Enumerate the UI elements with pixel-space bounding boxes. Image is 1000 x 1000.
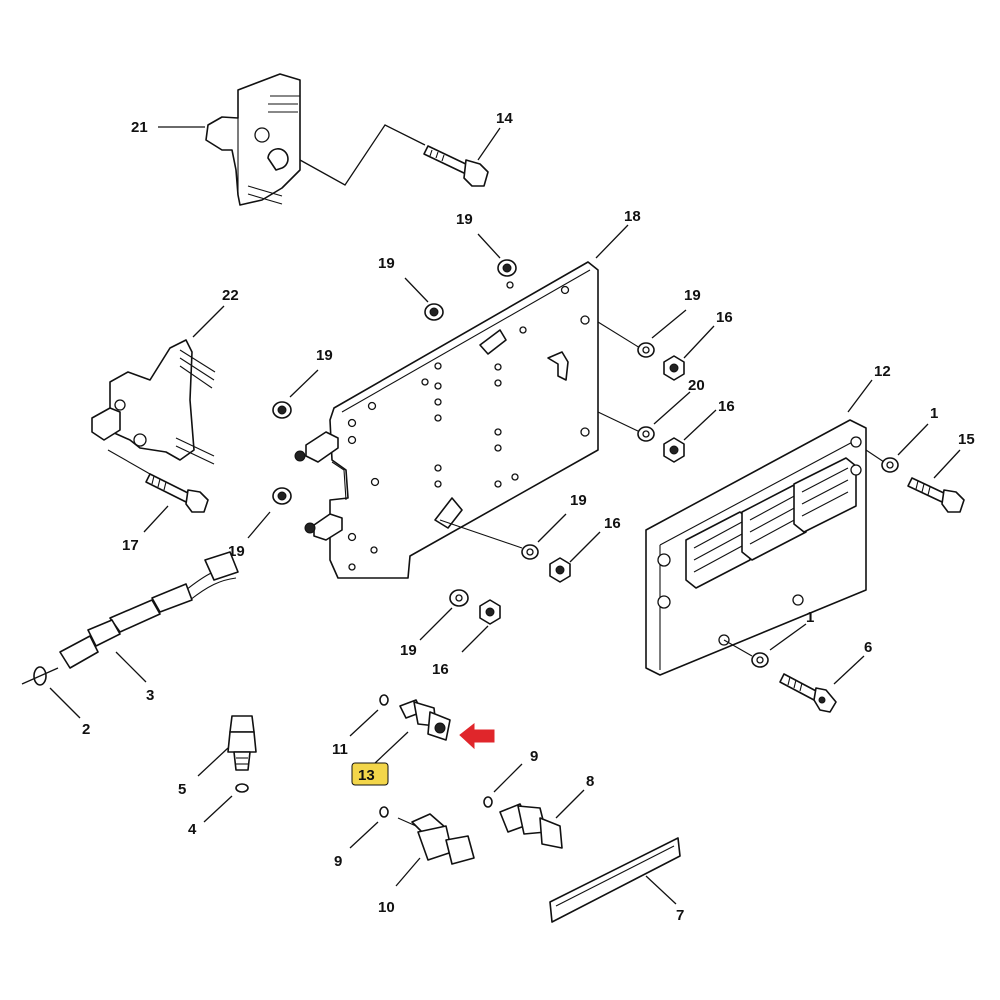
o-ring-part-9-right[interactable]: [483, 796, 493, 808]
pointer-arrow: [459, 722, 495, 750]
callout-21: 21: [131, 119, 148, 136]
callout-2: 2: [82, 721, 90, 738]
washer-19-left-mid[interactable]: [272, 401, 292, 419]
callout-19-left-top: 19: [378, 255, 395, 272]
nut-16-right-top[interactable]: [663, 355, 685, 381]
sensor-part-8[interactable]: [499, 803, 563, 849]
strip-part-7[interactable]: [549, 837, 681, 923]
callout-12: 12: [874, 363, 891, 380]
nut-16-lower[interactable]: [479, 599, 501, 625]
callout-15: 15: [958, 431, 975, 448]
callout-7: 7: [676, 907, 684, 924]
washer-part-4[interactable]: [235, 783, 249, 793]
callout-19-left-mid: 19: [316, 347, 333, 364]
callout-16-right-top: 16: [716, 309, 733, 326]
callout-20: 20: [688, 377, 705, 394]
sensor-part-13[interactable]: [399, 699, 451, 741]
washer-19-top[interactable]: [497, 259, 517, 277]
callout-19-top: 19: [456, 211, 473, 228]
washer-19-center[interactable]: [521, 544, 539, 560]
callout-11: 11: [332, 741, 348, 758]
washer-part-1-right[interactable]: [881, 457, 899, 473]
bolt-part-14[interactable]: [423, 145, 489, 187]
washer-19-left-low[interactable]: [272, 487, 292, 505]
studs: [294, 431, 343, 541]
callout-16-lower: 16: [432, 661, 449, 678]
callout-9-left: 9: [334, 853, 342, 870]
nut-16-right-mid[interactable]: [663, 437, 685, 463]
callout-13: 13: [358, 767, 375, 784]
callout-1-right: 1: [930, 405, 938, 422]
callout-19-right-top: 19: [684, 287, 701, 304]
callout-19-lower: 19: [400, 642, 417, 659]
sensor-part-5[interactable]: [227, 715, 257, 771]
callout-5: 5: [178, 781, 186, 798]
callout-3: 3: [146, 687, 154, 704]
callout-18: 18: [624, 208, 641, 225]
nut-16-center[interactable]: [549, 557, 571, 583]
callout-9-right: 9: [530, 748, 538, 765]
callout-8: 8: [586, 773, 594, 790]
bolt-part-17[interactable]: [145, 473, 209, 513]
screw-part-6[interactable]: [779, 673, 837, 713]
callout-13-highlight[interactable]: 13: [351, 762, 389, 786]
mounting-plate-part-18[interactable]: [329, 261, 599, 579]
harness-sensor-part-3[interactable]: [59, 551, 239, 669]
callout-10: 10: [378, 899, 395, 916]
washer-19-right-top[interactable]: [637, 342, 655, 358]
washer-19-left-top[interactable]: [424, 303, 444, 321]
callout-22: 22: [222, 287, 239, 304]
callout-19-center: 19: [570, 492, 587, 509]
sensor-part-10[interactable]: [397, 813, 475, 865]
plate-holes: [347, 281, 590, 571]
ecm-connectors: [685, 457, 857, 589]
callout-17: 17: [122, 537, 139, 554]
washer-19-lower[interactable]: [449, 589, 469, 607]
callout-16-right-mid: 16: [718, 398, 735, 415]
washer-part-1-bottom[interactable]: [751, 652, 769, 668]
bracket-part-21[interactable]: [205, 73, 301, 206]
o-ring-part-9-left[interactable]: [379, 806, 389, 818]
bracket-part-22[interactable]: [91, 339, 216, 465]
callout-4: 4: [188, 821, 197, 838]
washer-20[interactable]: [637, 426, 655, 442]
o-ring-part-11[interactable]: [379, 694, 389, 706]
callout-6: 6: [864, 639, 872, 656]
ecm-module-part-12[interactable]: [645, 419, 867, 676]
callout-14: 14: [496, 110, 513, 127]
callout-16-center: 16: [604, 515, 621, 532]
bolt-part-15[interactable]: [907, 477, 965, 513]
callout-1-bottom: 1: [806, 609, 814, 626]
